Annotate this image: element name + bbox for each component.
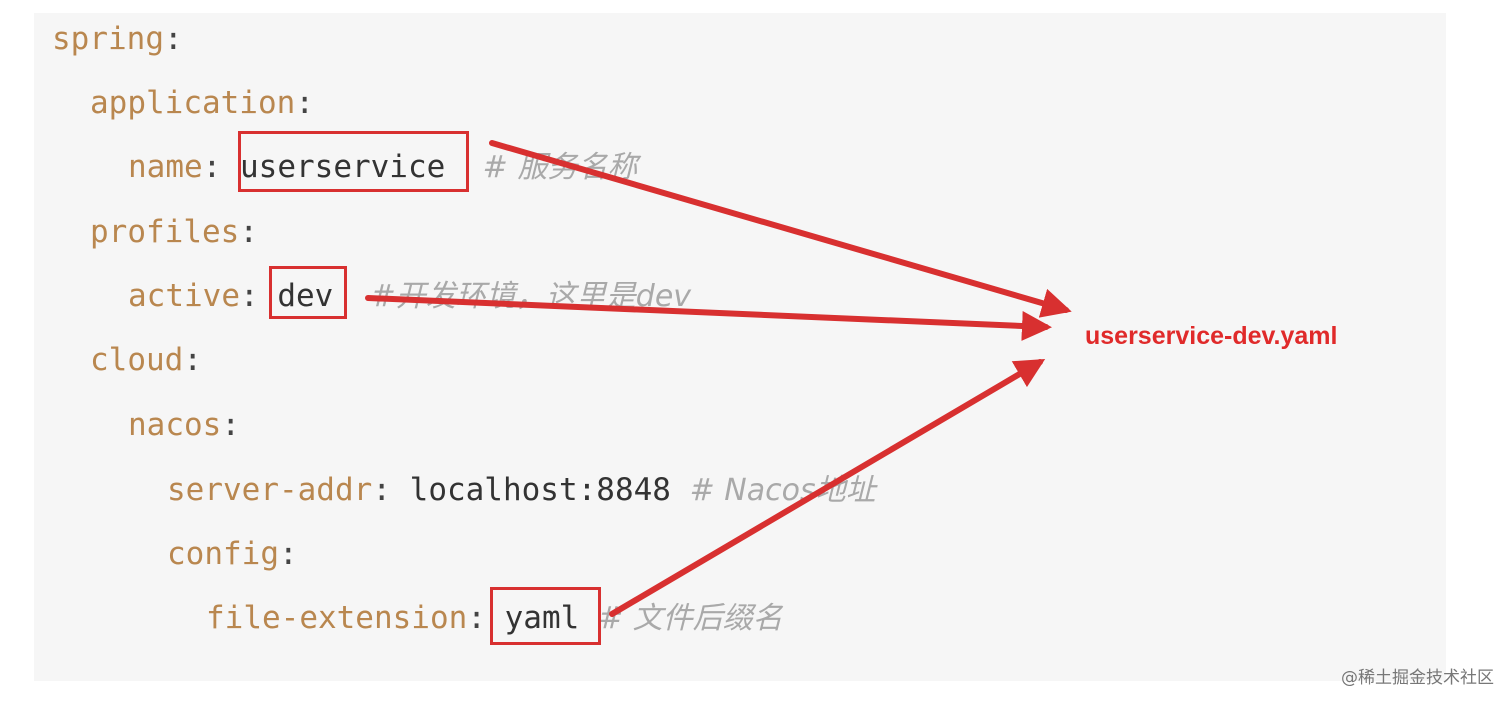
arrow-from-userservice: [489, 140, 1072, 318]
yaml-colon: :: [295, 85, 314, 121]
yaml-value-userservice: userservice: [240, 149, 446, 185]
yaml-colon: :: [372, 472, 391, 508]
yaml-key: spring: [52, 21, 164, 57]
code-line-server-addr: server-addr: localhost:8848 # Nacos地址: [167, 468, 876, 512]
code-line-file-extension: file-extension: yaml # 文件后缀名: [206, 596, 783, 640]
yaml-key: active: [128, 278, 240, 314]
watermark: @稀土掘金技术社区: [1341, 668, 1494, 688]
yaml-colon: :: [467, 600, 486, 636]
yaml-key: server-addr: [167, 472, 373, 508]
yaml-key: config: [167, 536, 279, 572]
result-filename-label: userservice-dev.yaml: [1085, 322, 1338, 350]
yaml-key: cloud: [90, 342, 184, 378]
yaml-colon: :: [202, 149, 222, 185]
yaml-code-block: spring: application: name: userservice #…: [34, 13, 1446, 681]
code-line-cloud: cloud:: [90, 338, 202, 382]
code-line-application: application:: [90, 81, 314, 125]
arrow-from-yaml: [609, 358, 1046, 617]
code-line-profiles: profiles:: [90, 210, 258, 254]
highlight-box-userservice: [238, 131, 469, 192]
yaml-value-server-addr: localhost:8848: [409, 472, 671, 508]
yaml-colon: :: [183, 342, 202, 378]
code-line-spring: spring:: [52, 17, 183, 61]
yaml-value-yaml: yaml: [504, 600, 580, 636]
highlight-box-dev: [269, 266, 347, 319]
yaml-colon: :: [239, 278, 259, 314]
yaml-key: file-extension: [206, 600, 468, 636]
yaml-comment: # 文件后缀名: [597, 601, 783, 636]
yaml-key: profiles: [90, 214, 240, 250]
yaml-colon: :: [278, 536, 298, 572]
yaml-key: nacos: [128, 407, 222, 443]
code-line-config: config:: [167, 532, 298, 576]
yaml-key: name: [128, 149, 203, 185]
yaml-key: application: [90, 85, 296, 121]
yaml-colon: :: [239, 214, 258, 250]
yaml-colon: :: [221, 407, 240, 443]
yaml-value-dev: dev: [277, 278, 334, 314]
highlight-box-yaml: [490, 587, 601, 645]
code-line-nacos: nacos:: [128, 403, 240, 447]
yaml-colon: :: [163, 21, 183, 57]
arrow-from-dev: [365, 295, 1052, 341]
